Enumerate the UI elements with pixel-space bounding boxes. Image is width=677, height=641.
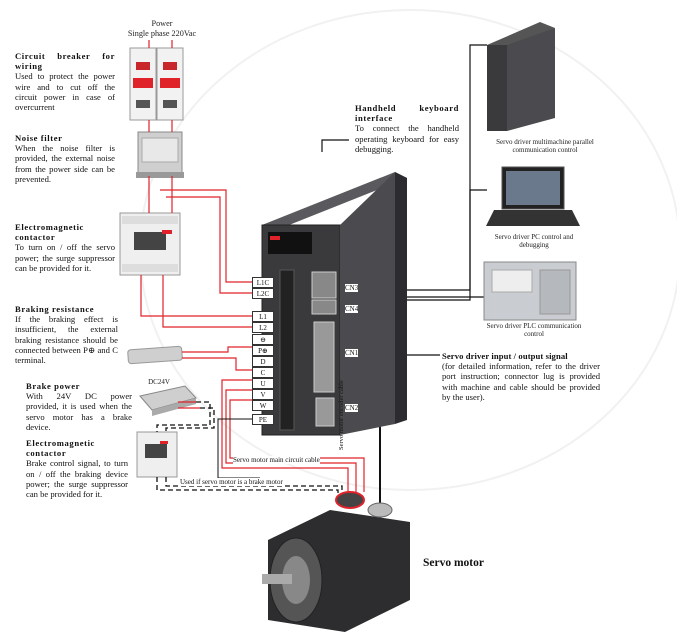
pe-wire [217, 418, 260, 479]
circuit-breaker-desc: Used to protect the power wire and to cu… [15, 71, 115, 113]
connector-cn4: CN4 [345, 305, 359, 313]
main-cable-label: Servo motor main circuit cable [233, 456, 320, 464]
contactor-desc: To turn on / off the servo power; the su… [15, 242, 115, 273]
braking-resistor-image [127, 345, 183, 365]
contactor2-image [136, 431, 178, 478]
noise-filter-image [136, 131, 184, 178]
power-subtitle: Single phase 220Vac [127, 29, 197, 38]
brake-power-title: Brake power [26, 381, 81, 391]
noise-filter-label: Noise filter When the noise filter is pr… [15, 133, 115, 184]
terminal-p-plus: P⊕ [252, 345, 274, 356]
connector-cn3: CN3 [345, 284, 359, 292]
keyboard-label: Handheld keyboard interface To connect t… [355, 103, 459, 154]
contactor-label: Electromagnetic contactor To turn on / o… [15, 222, 115, 273]
terminal-u: U [252, 378, 274, 389]
servo-motor-label: Servo motor [423, 557, 484, 569]
terminal-l1: L1 [252, 311, 274, 322]
plc-image [483, 261, 577, 321]
multimachine-driver-image [487, 22, 555, 131]
terminal-minus: ⊖ [252, 334, 274, 345]
servo-driver-image [261, 172, 407, 436]
noise-filter-desc: When the noise filter is provided, the e… [15, 143, 115, 184]
terminal-l2: L2 [252, 322, 274, 333]
terminal-pe: PE [252, 414, 274, 425]
contactor2-title: Electromagnetic contactor [26, 438, 95, 459]
io-signal-label: Servo driver input / output signal (for … [442, 351, 600, 402]
io-signal-title: Servo driver input / output signal [442, 351, 568, 361]
noise-filter-title: Noise filter [15, 133, 63, 143]
terminal-c: C [252, 367, 274, 378]
braking-resistance-label: Braking resistance If the braking effect… [15, 304, 118, 365]
terminal-w: W [252, 400, 274, 411]
terminal-l1c: L1C [252, 277, 274, 288]
multimachine-caption: Servo driver multimachine parallel commu… [496, 138, 594, 155]
power-title: Power [151, 19, 173, 28]
brake-power-desc: With 24V DC power provided, it is used w… [26, 391, 132, 432]
connector-cn2: CN2 [345, 404, 359, 412]
laptop-image [486, 166, 580, 226]
pc-caption: Servo driver PC control and debugging [494, 233, 574, 250]
contactor2-label: Electromagnetic contactor Brake control … [26, 438, 128, 499]
connector-cn1: CN1 [345, 349, 359, 357]
circuit-breaker-label: Circuit breaker for wiring Used to prote… [15, 51, 115, 112]
contactor-title: Electromagnetic contactor [15, 222, 84, 243]
power-label: Power Single phase 220Vac [117, 19, 207, 39]
terminal-v: V [252, 389, 274, 400]
braking-resistance-title: Braking resistance [15, 304, 95, 314]
plc-caption: Servo driver PLC communication control [486, 322, 582, 339]
contactor-image [119, 212, 181, 276]
circuit-breaker-title: Circuit breaker for wiring [15, 51, 115, 72]
brake-power-label: Brake power With 24V DC power provided, … [26, 381, 132, 432]
power-wires [140, 40, 365, 492]
dc24v-label: DC24V [148, 378, 170, 386]
io-signal-desc: (for detailed information, refer to the … [442, 361, 600, 402]
circuit-breaker-image [129, 47, 184, 121]
servo-motor-image [262, 491, 410, 632]
terminal-l2c: L2C [252, 288, 274, 299]
contactor2-desc: Brake control signal, to turn on / off t… [26, 458, 128, 500]
encoder-cable-label: Servo motor encoder cable [338, 380, 345, 450]
brake-power-image [139, 385, 197, 416]
keyboard-desc: To connect the handheld operating keyboa… [355, 123, 459, 154]
braking-resistance-desc: If the braking effect is insufficient, t… [15, 314, 118, 366]
brake-cable-label: Used if servo motor is a brake motor [180, 478, 283, 486]
keyboard-title: Handheld keyboard interface [355, 103, 459, 124]
terminal-d: D [252, 356, 274, 367]
